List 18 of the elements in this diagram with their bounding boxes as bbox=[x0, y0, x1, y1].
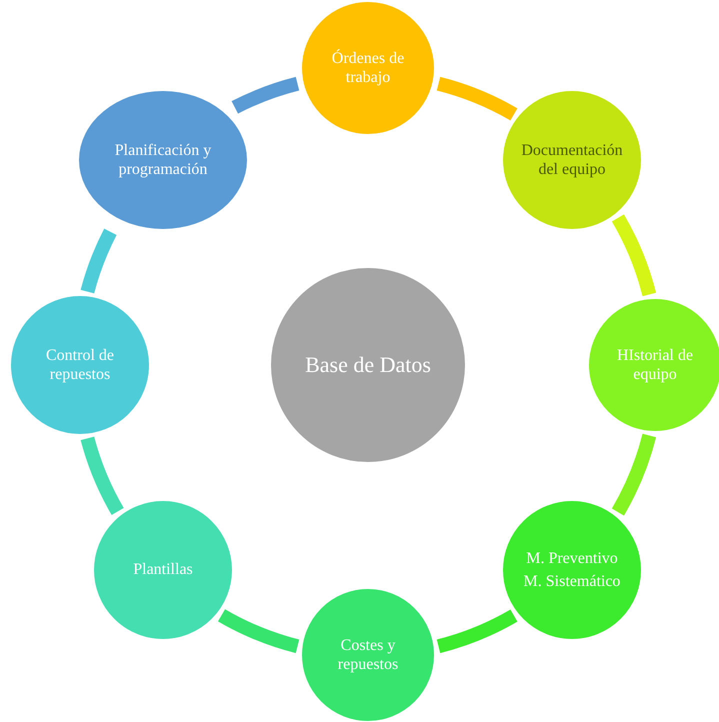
node-label: Órdenes de trabajo bbox=[330, 48, 406, 88]
connector-arc bbox=[218, 609, 300, 654]
connector-arc bbox=[436, 76, 518, 121]
node-label: M. Sistemático bbox=[524, 572, 620, 592]
node-label: Plantillas bbox=[133, 560, 193, 580]
node-label: Base de Datos bbox=[305, 352, 431, 378]
connector-arc bbox=[80, 228, 117, 294]
node-label: Documentación del equipo bbox=[520, 140, 624, 180]
connector-arc bbox=[612, 434, 656, 516]
node-label: Control de repuestos bbox=[45, 346, 115, 384]
node-label: HIstorial de equipo bbox=[616, 346, 694, 384]
node-label: M. Preventivo bbox=[526, 548, 618, 568]
connector-arc bbox=[612, 214, 656, 296]
connector-arc bbox=[232, 76, 300, 114]
node-label: Planificación y programación bbox=[114, 140, 212, 180]
connector-arc bbox=[80, 436, 124, 515]
connector-arc bbox=[436, 609, 518, 654]
node-label: Costes y repuestos bbox=[336, 636, 400, 674]
